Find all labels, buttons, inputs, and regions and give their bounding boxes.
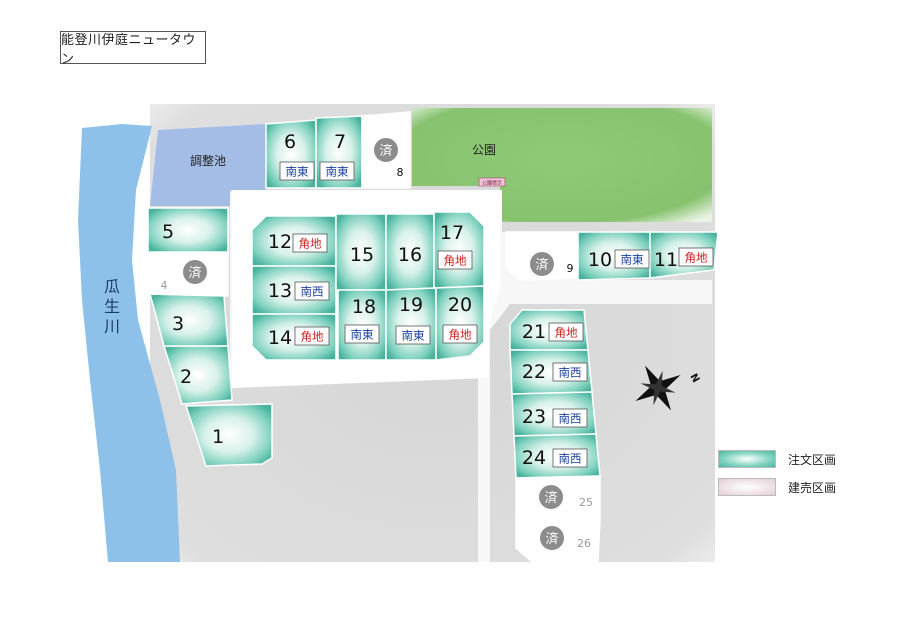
park-label: 公園 bbox=[472, 143, 496, 157]
lot-number: 20 bbox=[448, 294, 472, 316]
lot-number: 23 bbox=[522, 406, 546, 428]
sold-marker-text: 済 bbox=[535, 257, 548, 273]
river-label: 瓜生川 bbox=[104, 277, 120, 336]
lot-tag-box bbox=[614, 249, 650, 269]
sold-marker-icon bbox=[374, 138, 398, 162]
legend-item-order: 注文区画 bbox=[718, 450, 836, 468]
lot-tag: 南東 bbox=[351, 328, 374, 342]
compass-icon bbox=[635, 365, 681, 411]
lot-number: 7 bbox=[334, 131, 346, 153]
lot-tag: 南東 bbox=[286, 165, 309, 179]
page-title: 能登川伊庭ニュータウン bbox=[60, 31, 206, 67]
lot-tag: 角地 bbox=[444, 254, 467, 268]
park-sign-icon: 公園標示 bbox=[478, 177, 506, 187]
lot-number: 24 bbox=[522, 447, 546, 469]
lot-tag: 南西 bbox=[559, 452, 582, 466]
legend-label-built: 建売区画 bbox=[788, 480, 837, 495]
lot-tag-box bbox=[552, 448, 588, 468]
lot-tag: 角地 bbox=[555, 326, 578, 340]
sold-marker-text: 済 bbox=[188, 265, 201, 281]
lot-tag: 角地 bbox=[685, 251, 708, 265]
lot-tag-box bbox=[319, 161, 355, 181]
lot-3[interactable] bbox=[149, 293, 229, 347]
lot-number: 15 bbox=[350, 244, 374, 266]
lot-tag-box bbox=[552, 362, 588, 382]
lot-tag: 南東 bbox=[326, 165, 349, 179]
lot-3-shape[interactable] bbox=[149, 293, 229, 347]
sold-marker-text: 済 bbox=[544, 490, 557, 506]
lot-tag-box bbox=[678, 247, 714, 267]
lot-14-shape[interactable] bbox=[251, 313, 337, 361]
lot-number: 9 bbox=[567, 262, 574, 275]
lot-tag: 角地 bbox=[301, 330, 324, 344]
pond bbox=[150, 124, 266, 206]
lot-tag: 南東 bbox=[402, 329, 425, 343]
sold-marker-icon bbox=[530, 252, 554, 276]
lot-number: 12 bbox=[268, 231, 292, 253]
sold-marker-text: 済 bbox=[545, 531, 558, 547]
lot-number: 1 bbox=[212, 426, 224, 448]
lot-tag-box bbox=[344, 324, 380, 344]
lot-number: 4 bbox=[161, 279, 168, 292]
river bbox=[78, 124, 180, 562]
lot-number: 6 bbox=[284, 131, 296, 153]
lot-number: 10 bbox=[588, 249, 612, 271]
lot-1[interactable] bbox=[184, 403, 273, 467]
lot-tag-box bbox=[294, 281, 330, 301]
lot-number: 16 bbox=[398, 244, 422, 266]
lot-tag: 角地 bbox=[449, 328, 472, 342]
lot-number: 22 bbox=[522, 361, 546, 383]
legend-swatch-order bbox=[718, 450, 776, 468]
lot-number: 3 bbox=[172, 313, 184, 335]
lot-tag-box bbox=[292, 233, 328, 253]
lot-tag-box bbox=[279, 161, 315, 181]
sold-marker-icon bbox=[183, 260, 207, 284]
lot-number: 25 bbox=[579, 496, 593, 509]
lot-tag: 南西 bbox=[301, 285, 324, 299]
lot-number: 19 bbox=[399, 294, 423, 316]
lot-tag-box bbox=[548, 322, 584, 342]
lot-tag-box bbox=[395, 325, 431, 345]
lot-tag: 南東 bbox=[621, 253, 644, 267]
lot-tag: 南西 bbox=[559, 366, 582, 380]
lot-number: 21 bbox=[522, 321, 546, 343]
lot-number: 17 bbox=[440, 222, 464, 244]
sold-marker-icon bbox=[539, 485, 563, 509]
lot-tag: 角地 bbox=[299, 237, 322, 251]
park-sign-text: 公園標示 bbox=[482, 180, 502, 187]
sold-marker-text: 済 bbox=[379, 143, 392, 159]
lot-1-shape[interactable] bbox=[184, 403, 273, 467]
lot-number: 5 bbox=[162, 221, 174, 243]
legend-item-built: 建売区画 bbox=[718, 478, 836, 496]
legend-label-order: 注文区画 bbox=[788, 452, 837, 467]
lot-5-shape[interactable] bbox=[147, 207, 229, 253]
legend-swatch-built bbox=[718, 478, 776, 496]
lot-tag: 南西 bbox=[559, 412, 582, 426]
park-area bbox=[412, 108, 712, 222]
lot-tag-box bbox=[437, 250, 473, 270]
lot-number: 18 bbox=[352, 296, 376, 318]
lot-tag-box bbox=[442, 324, 478, 344]
lot-number: 8 bbox=[397, 166, 404, 179]
lot-14[interactable] bbox=[251, 313, 337, 361]
lot-tag-box bbox=[294, 326, 330, 346]
pond-label: 調整池 bbox=[190, 153, 226, 168]
lot-number: 13 bbox=[268, 280, 292, 302]
lot-5[interactable] bbox=[147, 207, 229, 253]
lot-number: 26 bbox=[577, 537, 591, 550]
lot-tag-box bbox=[552, 408, 588, 428]
lot-number: 2 bbox=[180, 366, 192, 388]
lot-number: 11 bbox=[654, 249, 678, 271]
lot-number: 14 bbox=[268, 327, 292, 349]
sold-marker-icon bbox=[540, 526, 564, 550]
